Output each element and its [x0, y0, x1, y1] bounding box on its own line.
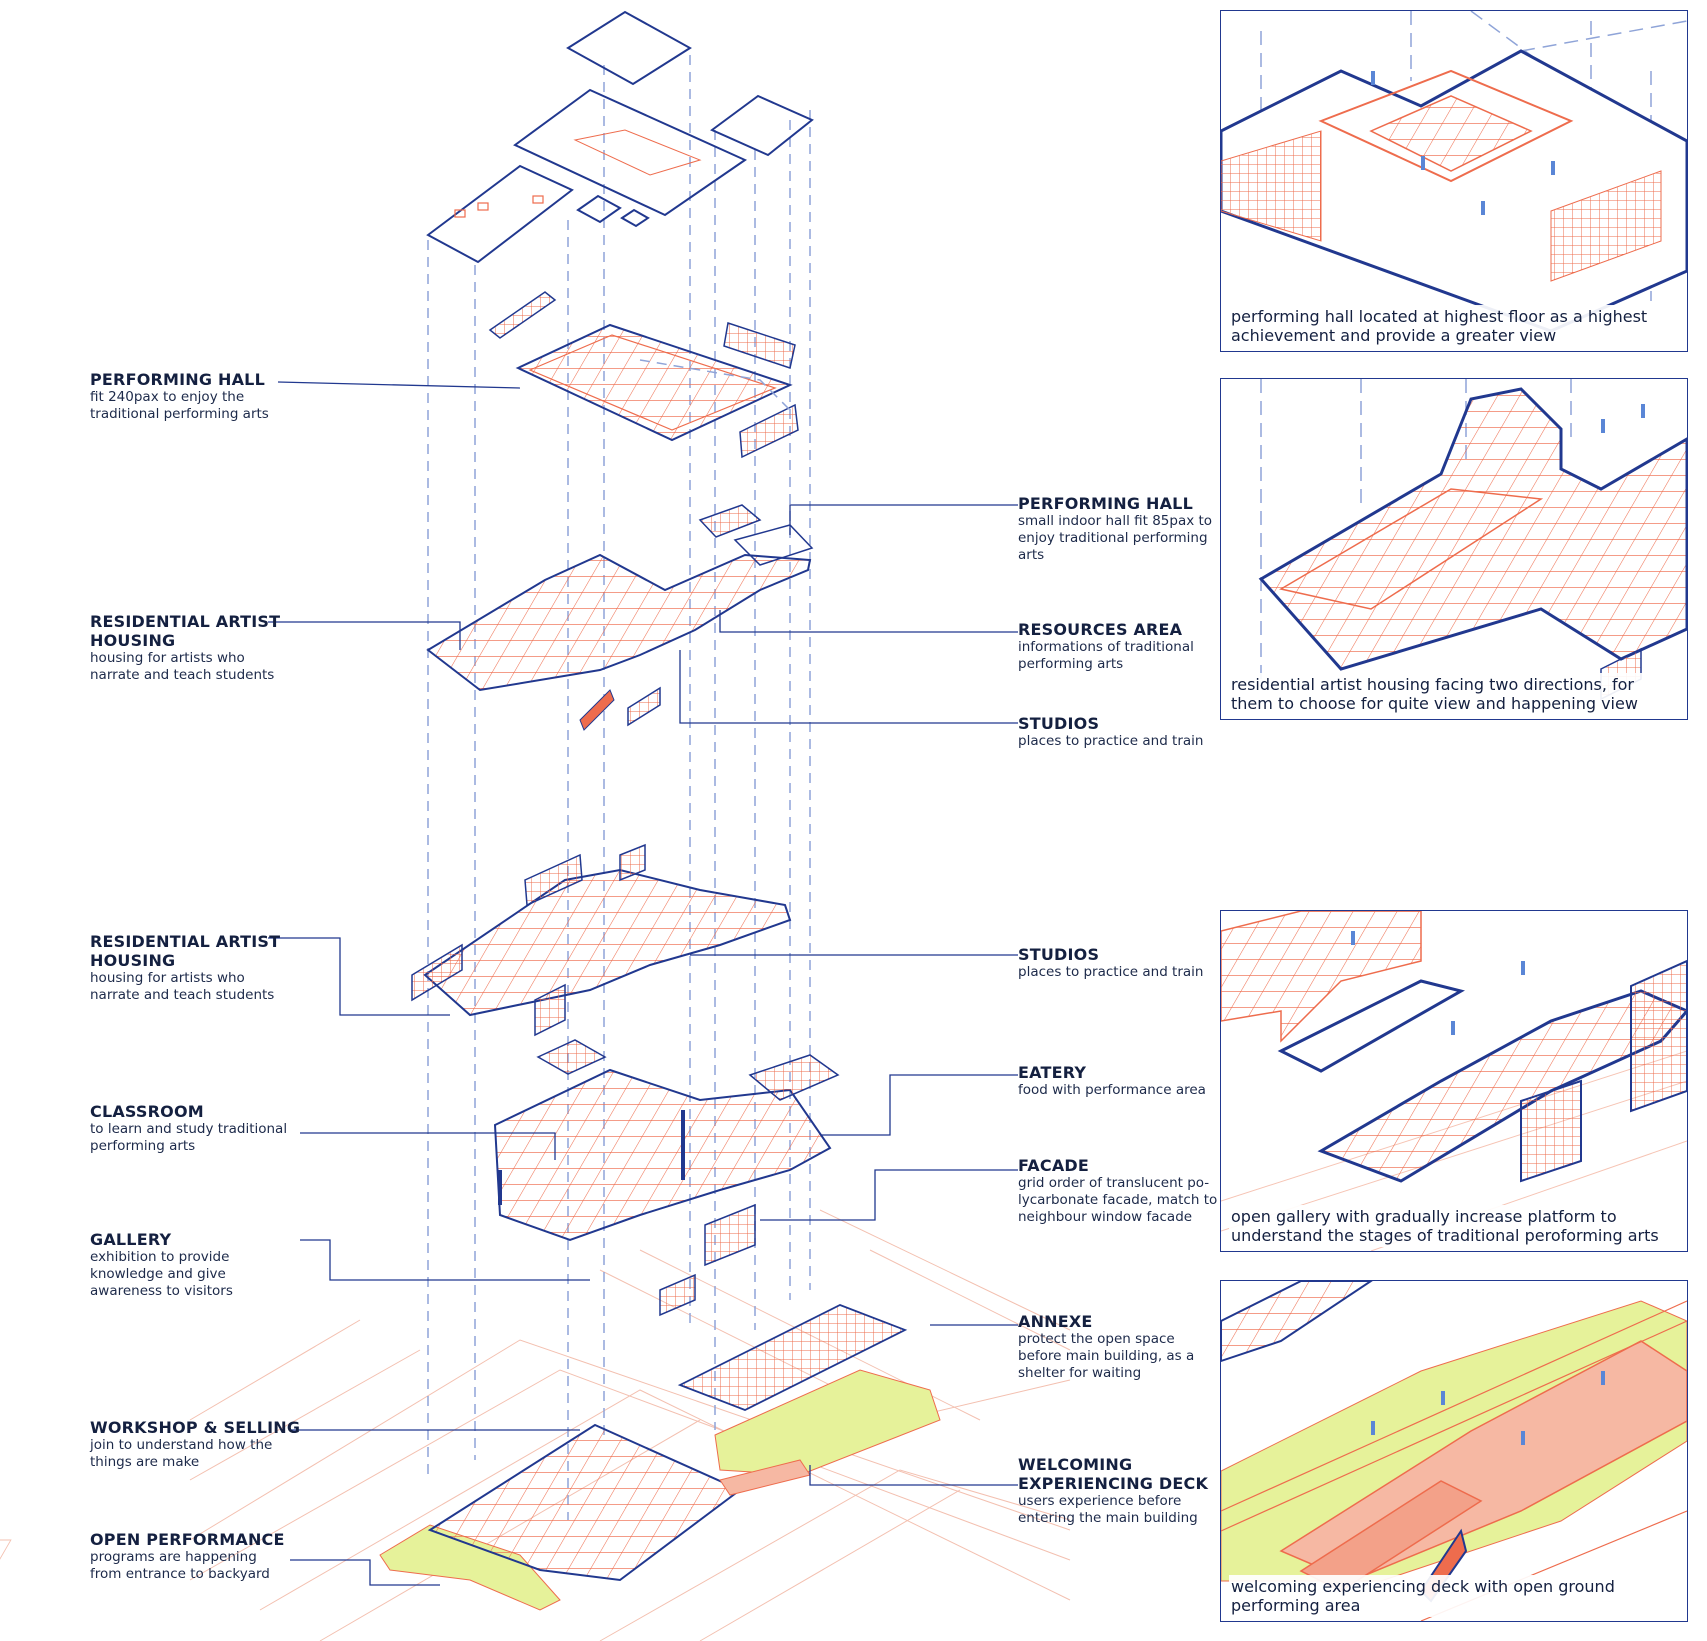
label-desc: grid order of translucent po- [1018, 1175, 1210, 1191]
label-open-performance: OPEN PERFORMANCE programs are happening … [90, 1530, 285, 1583]
panel-caption-line: performing area [1231, 1596, 1361, 1615]
label-desc: informations of traditional [1018, 639, 1194, 655]
label-desc: traditional performing arts [90, 406, 269, 422]
label-desc: knowledge and give [90, 1266, 226, 1282]
panel-illustration [1221, 911, 1687, 1251]
label-desc: awareness to visitors [90, 1283, 233, 1299]
panel-caption: open gallery with gradually increase pla… [1229, 1205, 1679, 1247]
label-performing-hall-240: PERFORMING HALL fit 240pax to enjoy the … [90, 370, 269, 423]
label-title: FACADE [1018, 1156, 1090, 1175]
label-title: PERFORMING HALL [90, 370, 265, 389]
label-desc: housing for artists who [90, 970, 245, 986]
panel-caption-line: achievement and provide a greater view [1231, 326, 1557, 345]
label-desc: narrate and teach students [90, 987, 275, 1003]
detail-panel-gallery: open gallery with gradually increase pla… [1220, 910, 1688, 1252]
label-desc: performing arts [1018, 656, 1124, 672]
level-1 [493, 1054, 840, 1317]
label-desc: join to understand how the [90, 1437, 273, 1453]
label-studios-upper: STUDIOS places to practice and train [1018, 714, 1203, 750]
panel-caption-line: them to choose for quite view and happen… [1231, 694, 1638, 713]
label-title: RESIDENTIAL ARTIST [90, 612, 281, 631]
label-facade: FACADE grid order of translucent po- lyc… [1018, 1156, 1217, 1226]
label-title: EATERY [1018, 1063, 1087, 1082]
label-desc: enjoy traditional performing [1018, 530, 1208, 546]
panel-illustration [1258, 379, 1687, 701]
label-studios-lower: STUDIOS places to practice and train [1018, 945, 1203, 981]
panel-caption-line: welcoming experiencing deck with open gr… [1231, 1577, 1615, 1596]
label-title: PERFORMING HALL [1018, 494, 1193, 513]
label-title: RESOURCES AREA [1018, 620, 1183, 639]
panel-caption-line: performing hall located at highest floor… [1231, 307, 1648, 326]
label-classroom: CLASSROOM to learn and study traditional… [90, 1102, 287, 1155]
label-title: OPEN PERFORMANCE [90, 1530, 285, 1549]
label-title-2: HOUSING [90, 631, 176, 650]
label-desc: things are make [90, 1454, 200, 1470]
label-desc: neighbour window facade [1018, 1209, 1193, 1225]
label-desc: housing for artists who [90, 650, 245, 666]
label-eatery: EATERY food with performance area [1018, 1063, 1206, 1099]
level-performing-hall-main [488, 291, 799, 459]
leader-lines [268, 381, 1018, 1586]
level-2 [411, 843, 792, 1075]
panel-caption-line: residential artist housing facing two di… [1231, 675, 1634, 694]
detail-panel-residential: residential artist housing facing two di… [1220, 378, 1688, 720]
label-resources: RESOURCES AREA informations of tradition… [1018, 620, 1194, 673]
label-residential-upper: RESIDENTIAL ARTIST HOUSING housing for a… [90, 612, 280, 684]
label-desc: places to practice and train [1018, 733, 1204, 749]
level-3 [426, 504, 814, 731]
panel-caption-line: understand the stages of traditional per… [1231, 1226, 1659, 1245]
label-desc: arts [1018, 547, 1045, 563]
label-desc: from entrance to backyard [90, 1566, 270, 1582]
label-gallery: GALLERY exhibition to provide knowledge … [90, 1230, 233, 1300]
label-desc: fit 240pax to enjoy the [90, 389, 245, 405]
label-title: GALLERY [90, 1230, 172, 1249]
detail-panel-performing-hall: performing hall located at highest floor… [1220, 10, 1688, 352]
projection-lines [427, 55, 811, 1520]
panel-illustration [1221, 1281, 1687, 1621]
panel-caption: performing hall located at highest floor… [1229, 305, 1679, 347]
label-desc: protect the open space [1018, 1331, 1175, 1347]
label-desc: programs are happening [90, 1549, 257, 1565]
label-title: STUDIOS [1018, 945, 1100, 964]
label-desc: narrate and teach students [90, 667, 275, 683]
detail-panel-welcoming-deck: welcoming experiencing deck with open gr… [1220, 1280, 1688, 1622]
label-desc: places to practice and train [1018, 964, 1204, 980]
panel-caption-line: open gallery with gradually increase pla… [1231, 1207, 1617, 1226]
label-desc: food with performance area [1018, 1082, 1206, 1098]
panel-illustration [1221, 11, 1687, 333]
label-title: CLASSROOM [90, 1102, 204, 1121]
label-title: ANNEXE [1018, 1312, 1093, 1331]
label-title-2: EXPERIENCING DECK [1018, 1474, 1209, 1493]
label-residential-lower: RESIDENTIAL ARTIST HOUSING housing for a… [90, 932, 280, 1004]
label-desc: shelter for waiting [1018, 1365, 1142, 1381]
label-title: WELCOMING [1018, 1455, 1133, 1474]
panel-caption: welcoming experiencing deck with open gr… [1229, 1575, 1679, 1617]
label-desc: exhibition to provide [90, 1249, 230, 1265]
label-desc: lycarbonate facade, match to [1018, 1192, 1218, 1208]
label-workshop: WORKSHOP & SELLING join to understand ho… [90, 1418, 300, 1471]
label-welcoming-deck: WELCOMING EXPERIENCING DECK users experi… [1018, 1455, 1208, 1527]
label-annexe: ANNEXE protect the open space before mai… [1018, 1312, 1194, 1382]
label-desc: users experience before [1018, 1493, 1182, 1509]
label-desc: before main building, as a [1018, 1348, 1195, 1364]
label-desc: performing arts [90, 1138, 196, 1154]
label-title-2: HOUSING [90, 951, 176, 970]
roof-level [426, 10, 814, 264]
label-desc: to learn and study traditional [90, 1121, 288, 1137]
label-desc: small indoor hall fit 85pax to [1018, 513, 1213, 529]
label-desc: entering the main building [1018, 1510, 1198, 1526]
label-title: WORKSHOP & SELLING [90, 1418, 301, 1437]
label-title: RESIDENTIAL ARTIST [90, 932, 281, 951]
panel-caption: residential artist housing facing two di… [1229, 673, 1679, 715]
ground-level [379, 1304, 941, 1611]
label-performing-hall-85: PERFORMING HALL small indoor hall fit 85… [1018, 494, 1212, 564]
label-title: STUDIOS [1018, 714, 1100, 733]
